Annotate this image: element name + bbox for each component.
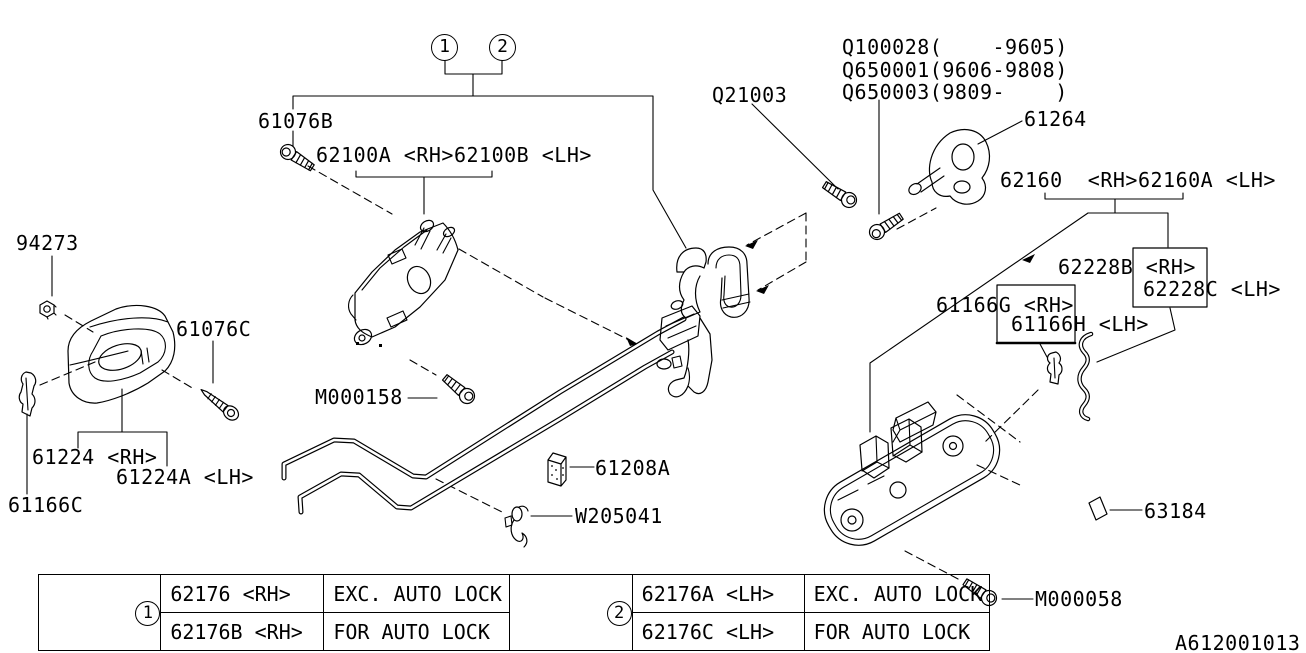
bolt-q21003-icon — [819, 177, 860, 211]
table-callout-1-cell: 1 — [37, 574, 162, 651]
handle-rod-62228-drawing — [1077, 331, 1094, 422]
part-group-boxes — [995, 247, 1208, 345]
block-61208a-drawing — [547, 452, 567, 487]
part-label-61208a: 61208A — [595, 456, 671, 480]
part-label-q650001: Q650001(9606-9808) — [842, 58, 1068, 82]
table-cell-note: FOR AUTO LOCK — [323, 612, 511, 651]
callout-1-badge: 1 — [431, 34, 458, 61]
dashed-reference-lines — [39, 165, 1039, 581]
striker-61264-drawing — [908, 129, 991, 205]
part-variant-table: 1 62176 <RH> EXC. AUTO LOCK 2 62176A <LH… — [37, 574, 990, 651]
part-label-61166c: 61166C — [8, 493, 84, 517]
part-label-61076c: 61076C — [176, 317, 252, 341]
bolt-m000158-icon — [439, 371, 479, 408]
clip-61166c-drawing — [18, 371, 37, 417]
table-row: 1 62176 <RH> EXC. AUTO LOCK 2 62176A <LH… — [37, 574, 990, 651]
part-label-w205041: W205041 — [575, 504, 663, 528]
wedge-63184-drawing — [1088, 496, 1108, 521]
clip-w205041-drawing — [504, 505, 529, 548]
actuator-62100-drawing — [348, 219, 459, 347]
part-label-61264: 61264 — [1024, 107, 1087, 131]
bolt-61076b-icon — [277, 141, 318, 175]
table-cell-part: 62176C <LH> — [631, 612, 805, 651]
leader-lines — [26, 99, 1184, 600]
nut-94273-drawing — [39, 300, 57, 320]
callout-bracket-lines — [292, 60, 687, 249]
part-label-62100: 62100A <RH>62100B <LH> — [316, 143, 592, 167]
table-cell-part: 62176A <LH> — [631, 574, 805, 613]
part-label-q21003: Q21003 — [712, 83, 788, 107]
table-cell-note: FOR AUTO LOCK — [803, 612, 990, 651]
part-label-q650003: Q650003(9809- ) — [842, 80, 1068, 104]
part-label-m000058: M000058 — [1035, 587, 1123, 611]
part-label-94273: 94273 — [16, 231, 79, 255]
lock-rods-drawing — [281, 316, 687, 515]
part-label-m000158: M000158 — [315, 385, 403, 409]
part-label-q100028: Q100028( -9605) — [842, 35, 1068, 59]
part-label-61224a: 61224A <LH> — [116, 465, 254, 489]
bolt-q650001-icon — [866, 209, 907, 243]
part-label-61076b: 61076B — [258, 109, 334, 133]
part-label-61224: 61224 <RH> — [32, 445, 158, 469]
drawing-number: A612001013 — [1175, 631, 1301, 653]
table-row: 62176B <RH> FOR AUTO LOCK 62176C <LH> FO… — [39, 612, 990, 651]
handle-61224-drawing — [67, 304, 176, 404]
latch-assembly-drawing — [656, 246, 751, 398]
part-label-62160: 62160 <RH>62160A <LH> — [1000, 168, 1276, 192]
screw-61076c-drawing — [200, 389, 240, 421]
part-label-62228b: 62228B <RH> — [1058, 255, 1196, 279]
part-label-62228c: 62228C <LH> — [1143, 277, 1281, 301]
table-callout-2-cell: 2 — [509, 574, 633, 651]
part-label-61166g: 61166G <RH> — [936, 293, 1074, 317]
table-cell-note: EXC. AUTO LOCK — [803, 574, 990, 613]
table-callout-2-badge: 2 — [606, 601, 632, 626]
callout-2-badge: 2 — [489, 34, 516, 61]
table-cell-part: 62176 <RH> — [160, 574, 325, 613]
table-callout-1-badge: 1 — [135, 601, 160, 626]
part-label-63184: 63184 — [1144, 499, 1207, 523]
handle-62160-drawing — [823, 401, 1001, 546]
part-label-61166h: 61166H <LH> — [1011, 312, 1149, 336]
table-cell-part: 62176B <RH> — [160, 612, 325, 651]
clip-61166g-drawing — [1046, 351, 1063, 385]
table-cell-note: EXC. AUTO LOCK — [323, 574, 511, 613]
